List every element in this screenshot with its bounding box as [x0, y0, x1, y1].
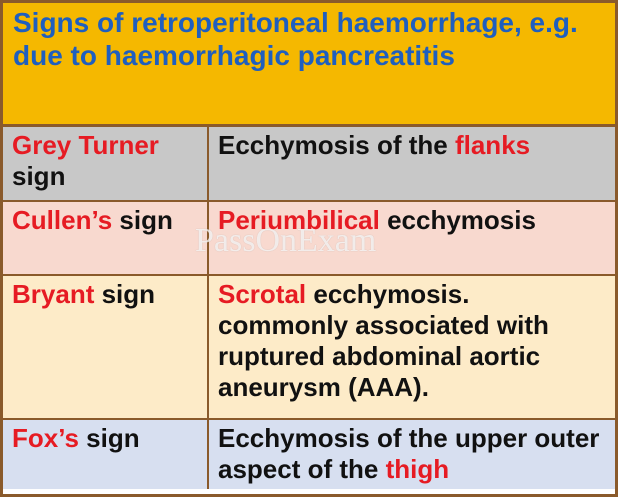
table-row: Cullen’s sign Periumbilical ecchymosis	[3, 200, 615, 276]
description-text: ecchymosis. commonly associated with rup…	[218, 279, 549, 402]
sign-name: Bryant	[12, 279, 95, 309]
sign-name: Fox’s	[12, 423, 79, 453]
description-highlight: thigh	[385, 454, 450, 484]
sign-name-cell: Fox’s sign	[3, 418, 209, 489]
table-row: Bryant sign Scrotal ecchymosis. commonly…	[3, 274, 615, 420]
sign-description-cell: Scrotal ecchymosis. commonly associated …	[207, 274, 615, 420]
description-highlight: Scrotal	[218, 279, 307, 309]
sign-name-cell: Cullen’s sign	[3, 200, 209, 276]
sign-description-cell: Ecchymosis of the upper outer aspect of …	[207, 418, 615, 489]
description-highlight: flanks	[454, 130, 531, 160]
signs-table: Grey Turner sign Ecchymosis of the flank…	[3, 127, 615, 489]
description-text: ecchymosis	[379, 205, 536, 235]
sign-description-cell: Ecchymosis of the flanks	[207, 127, 615, 202]
slide-title: Signs of retroperitoneal haemorrhage, e.…	[3, 3, 615, 127]
sign-name-cell: Bryant sign	[3, 274, 209, 420]
sign-name-cell: Grey Turner sign	[3, 127, 209, 202]
sign-suffix: sign	[78, 423, 140, 453]
sign-suffix: sign	[94, 279, 156, 309]
sign-name: Grey Turner	[12, 130, 159, 160]
description-text: Ecchymosis of the	[218, 130, 455, 160]
description-text: Ecchymosis of the upper outer aspect of …	[218, 423, 600, 484]
sign-description-cell: Periumbilical ecchymosis	[207, 200, 615, 276]
table-row: Fox’s sign Ecchymosis of the upper outer…	[3, 418, 615, 489]
description-highlight: Periumbilical	[218, 205, 380, 235]
sign-name: Cullen’s	[12, 205, 113, 235]
sign-suffix: sign	[12, 161, 66, 191]
sign-suffix: sign	[112, 205, 173, 235]
table-row: Grey Turner sign Ecchymosis of the flank…	[3, 127, 615, 202]
